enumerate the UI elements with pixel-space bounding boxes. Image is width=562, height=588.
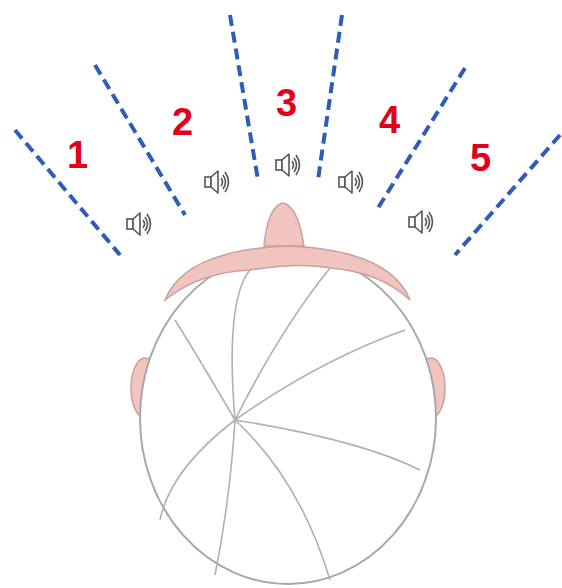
sector-lines bbox=[15, 15, 560, 255]
callout-number: 1 bbox=[67, 136, 88, 174]
callout-number: 5 bbox=[470, 139, 491, 177]
callout-number: 3 bbox=[276, 84, 297, 122]
callout-number: 4 bbox=[379, 101, 400, 139]
callout-number: 2 bbox=[172, 103, 193, 141]
